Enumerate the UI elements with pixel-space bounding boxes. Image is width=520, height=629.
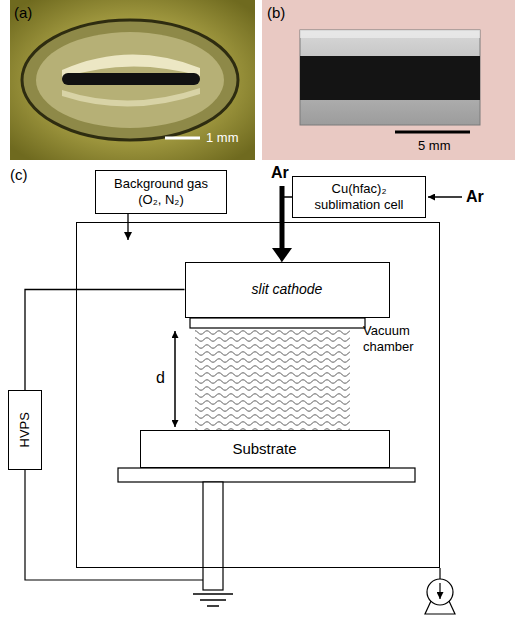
panel-label: (c) xyxy=(10,166,28,184)
gas-label: Ar xyxy=(466,187,484,206)
vacuum-chamber: Vacuum chamber slit cathodeSubstrate xyxy=(76,222,440,568)
connector-line xyxy=(282,197,293,262)
substrate-box: Substrate xyxy=(140,430,390,468)
node-text: Vacuum chamber xyxy=(363,323,435,354)
gap-label: d xyxy=(156,368,165,387)
gas-inlet-box: Background gas (O₂, N₂) xyxy=(95,170,227,214)
photo-slit-side xyxy=(262,0,515,160)
scale-label: 1 mm xyxy=(206,130,239,146)
node-text: HVPS xyxy=(17,412,33,447)
photo-slit-top xyxy=(10,0,255,160)
plasma-region xyxy=(195,328,350,430)
pump-symbol xyxy=(425,568,455,614)
cathode-box: slit cathode xyxy=(185,262,390,318)
cathode-plate xyxy=(190,318,365,328)
node-text: Cu(hfac)₂ sublimation cell xyxy=(299,181,419,212)
node-text: Substrate xyxy=(232,440,296,458)
ground-wire xyxy=(25,470,203,580)
substrate-holder xyxy=(118,468,415,482)
connector-line xyxy=(127,214,128,240)
node-text: slit cathode xyxy=(252,281,323,298)
sublimation-cell-box: Cu(hfac)₂ sublimation cell xyxy=(292,176,426,218)
panel-label: (b) xyxy=(267,4,285,22)
connector-line xyxy=(25,290,185,391)
power-supply-box: HVPS xyxy=(8,390,42,470)
ground-symbol xyxy=(193,594,233,606)
holder-stem xyxy=(203,482,223,590)
gap-arrow xyxy=(174,331,176,427)
gas-label: Ar xyxy=(271,163,289,182)
node-text: Background gas (O₂, N₂) xyxy=(102,176,220,207)
scale-label: 5 mm xyxy=(418,138,451,154)
panel-label: (a) xyxy=(14,4,32,22)
